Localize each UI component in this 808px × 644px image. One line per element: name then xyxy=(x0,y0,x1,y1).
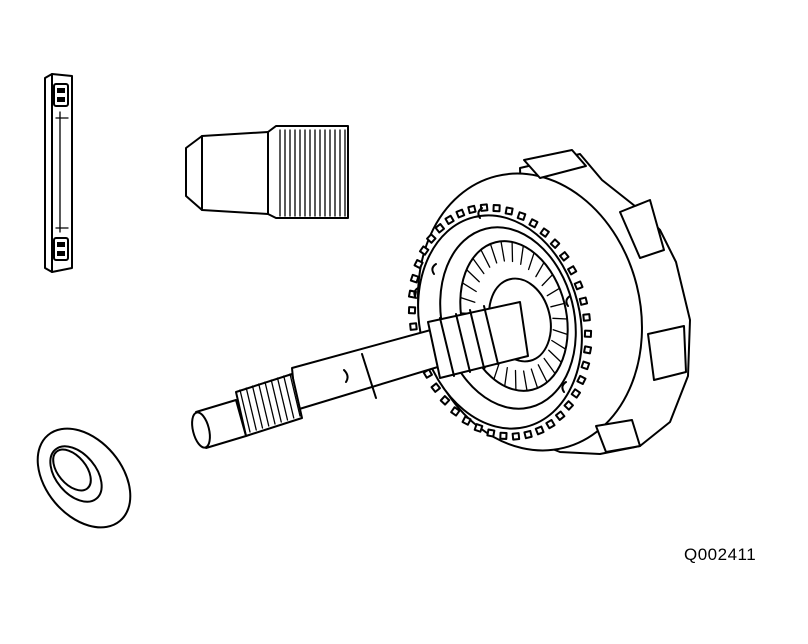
gear-tooth xyxy=(468,206,475,213)
shaft-spline-end-detail xyxy=(186,126,348,218)
gear-tooth xyxy=(441,396,449,404)
gear-tooth xyxy=(582,362,590,370)
gear-tooth xyxy=(506,207,513,214)
gear-tooth xyxy=(456,210,464,218)
gear-tooth xyxy=(409,307,415,313)
gear-tooth xyxy=(410,323,417,330)
gear-tooth xyxy=(500,433,506,439)
gear-tooth xyxy=(584,346,591,353)
gear-tooth xyxy=(445,216,453,224)
gear-tooth xyxy=(487,430,494,437)
gear-tooth xyxy=(432,383,440,391)
figure-code: Q002411 xyxy=(684,545,756,565)
thrust-washer xyxy=(19,411,149,546)
gear-tooth xyxy=(518,212,526,220)
gear-tooth xyxy=(493,205,499,211)
gear-tooth xyxy=(580,298,587,305)
gear-tooth xyxy=(536,427,544,435)
detail-line xyxy=(553,318,567,319)
gear-tooth xyxy=(568,266,576,274)
gear-tooth xyxy=(415,260,423,268)
snap-ring-side-view xyxy=(45,74,72,272)
gear-tooth xyxy=(577,376,585,384)
gear-tooth xyxy=(463,417,471,425)
gear-tooth xyxy=(585,331,591,337)
gear-tooth xyxy=(546,420,554,428)
gear-tooth xyxy=(411,275,419,283)
gear-tooth xyxy=(513,433,520,440)
gear-tooth xyxy=(529,219,537,227)
gear-tooth xyxy=(583,314,590,321)
gear-tooth xyxy=(575,281,583,289)
gear-tooth xyxy=(475,424,483,432)
gear-tooth xyxy=(524,431,531,438)
